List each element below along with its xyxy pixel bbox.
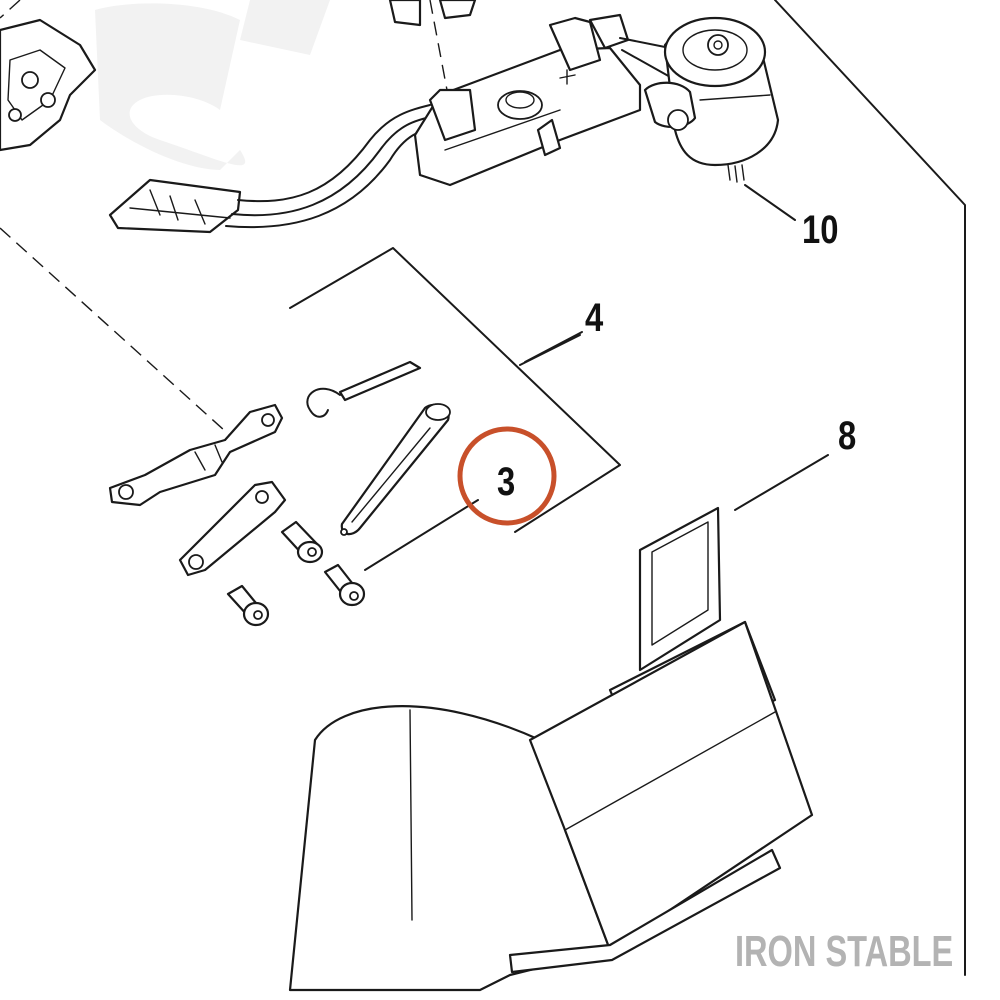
callout-label-8: 8 [838,414,857,458]
top-small-part [388,0,477,27]
callout-label-3: 3 [497,460,516,504]
connector-block-left [0,18,97,152]
housing-cover [288,506,814,992]
watermark-brand-text: IRON STABLE [735,927,954,976]
screw-3 [226,584,270,627]
heating-element-rod [340,403,451,536]
wire-spring-clip [306,360,422,418]
mounting-bracket-plate [108,403,284,507]
screws [226,520,366,627]
assembly-dashed-lines [0,0,448,441]
angle-bracket [178,480,287,577]
callout-label-4: 4 [585,296,604,340]
frame-boundary-line [774,0,966,976]
screw-1 [280,520,324,564]
switch-bracket [413,13,642,187]
highlight-circle-3 [457,426,557,526]
leader-line-8 [734,454,829,511]
motor-assembly [619,16,780,183]
background-watermark-shapes [95,0,330,170]
leader-line-4 [524,331,583,363]
leader-line-10 [744,184,796,221]
wiring-harness [108,104,441,234]
kit-4-outline [289,247,621,533]
screw-2 [323,563,366,607]
leader-line-3 [364,499,479,571]
callout-label-10: 10 [802,208,839,252]
